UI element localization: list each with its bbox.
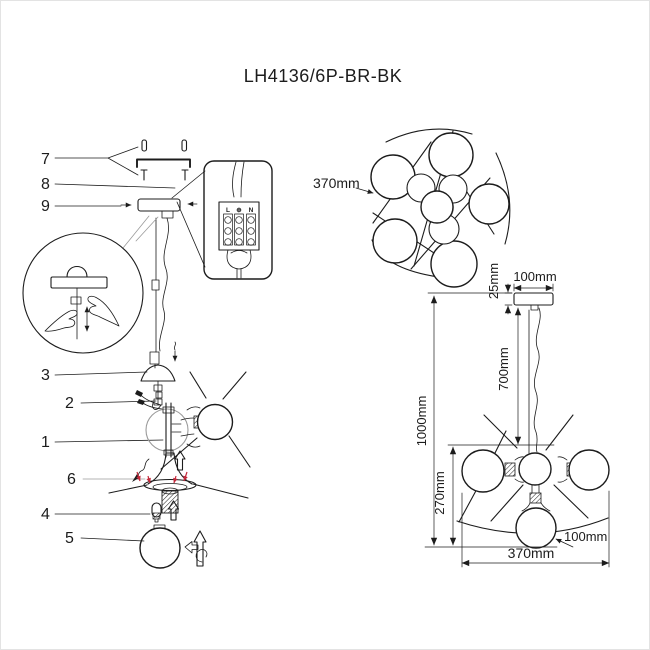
side-globe-bottom bbox=[515, 507, 557, 549]
lamp-bulb bbox=[151, 500, 180, 523]
side-canopy bbox=[513, 292, 554, 306]
twist-install-icon bbox=[184, 530, 208, 567]
part-label-3: 3 bbox=[41, 367, 50, 384]
dimension-body-width: 370mm bbox=[461, 490, 610, 568]
dimension-overall-height: 1000mm bbox=[414, 292, 558, 548]
side-hub bbox=[518, 452, 552, 486]
part-labels: 7 8 9 3 2 1 6 4 5 bbox=[41, 151, 76, 547]
terminal-block bbox=[218, 201, 260, 251]
svg-text:100mm: 100mm bbox=[564, 529, 607, 544]
part-label-7: 7 bbox=[41, 151, 50, 168]
stem-assembly bbox=[132, 364, 251, 482]
leader-lines bbox=[54, 146, 198, 542]
terminal-detail-box bbox=[203, 160, 273, 280]
part-label-5: 5 bbox=[65, 530, 74, 547]
svg-text:100mm: 100mm bbox=[513, 269, 556, 284]
glass-globe bbox=[139, 527, 181, 569]
part-label-4: 4 bbox=[41, 506, 50, 523]
terminal-label-earth: ⊕ bbox=[236, 207, 242, 214]
terminal-label-neutral: N bbox=[249, 207, 254, 214]
part-label-9: 9 bbox=[41, 198, 50, 215]
dimension-globe-diameter: 100mm bbox=[555, 529, 607, 548]
top-view-hub bbox=[420, 190, 454, 224]
side-view: 100mm 25mm 700mm 1000mm 270mm 37 bbox=[414, 263, 610, 568]
page-title: LH4136/6P-BR-BK bbox=[244, 66, 403, 86]
red-fix-arrows bbox=[136, 471, 188, 484]
dimension-canopy-height: 25mm bbox=[486, 263, 513, 315]
side-globe-right bbox=[568, 449, 610, 491]
svg-text:1000mm: 1000mm bbox=[414, 396, 429, 447]
glass-globe bbox=[196, 403, 234, 441]
hub-ring bbox=[145, 408, 189, 452]
part-label-8: 8 bbox=[41, 176, 50, 193]
dimension-canopy-width: 100mm bbox=[513, 269, 557, 292]
dimension-body-height: 270mm bbox=[432, 446, 457, 546]
globe-install bbox=[139, 524, 208, 569]
top-view-globes bbox=[370, 132, 510, 288]
arm-rods bbox=[160, 371, 251, 470]
part-label-2: 2 bbox=[65, 395, 74, 412]
svg-text:25mm: 25mm bbox=[486, 263, 501, 299]
dimension-cord-length: 700mm bbox=[496, 307, 522, 445]
side-globe-left bbox=[461, 449, 505, 493]
svg-text:370mm: 370mm bbox=[508, 545, 555, 561]
terminal-label-live: L bbox=[226, 207, 230, 214]
hands-detail-inset bbox=[22, 215, 159, 354]
part-label-6: 6 bbox=[67, 471, 76, 488]
top-view: 370mm bbox=[313, 128, 511, 288]
svg-text:270mm: 270mm bbox=[432, 471, 447, 514]
insert-arrow-icon bbox=[167, 500, 180, 521]
ceiling-cup bbox=[140, 364, 176, 382]
canopy-exploded bbox=[137, 198, 181, 369]
mounting-hardware bbox=[136, 139, 191, 181]
part-label-1: 1 bbox=[41, 434, 50, 451]
terminal-detail: L ⊕ N bbox=[171, 160, 273, 280]
bottom-fitter bbox=[108, 452, 249, 514]
dim-top-view-diameter: 370mm bbox=[313, 175, 360, 191]
connector-wires bbox=[135, 390, 163, 410]
up-arrow-icon bbox=[174, 450, 186, 471]
svg-text:700mm: 700mm bbox=[496, 347, 511, 390]
center-rod bbox=[162, 402, 175, 458]
